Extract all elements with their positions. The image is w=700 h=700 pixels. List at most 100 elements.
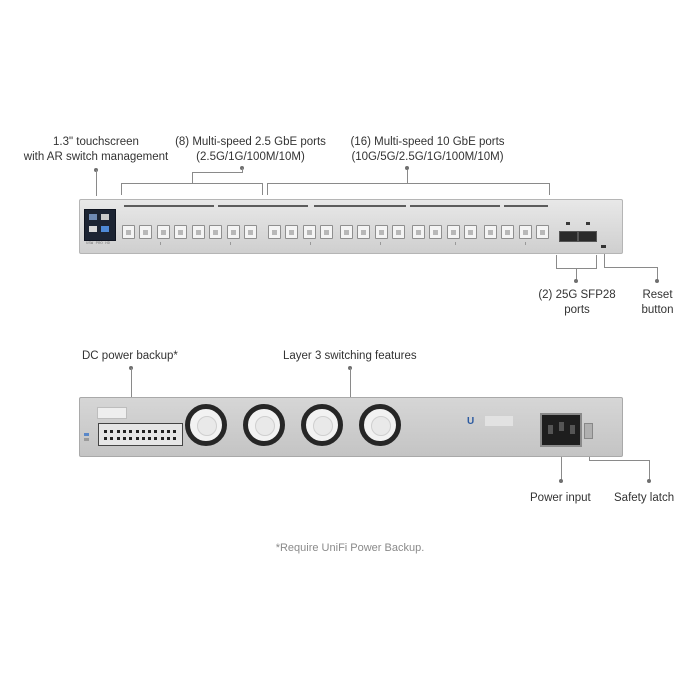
vent-slot (124, 205, 214, 207)
multispeed-10g-label: (16) Multi-speed 10 GbE ports (10G/5G/2.… (325, 135, 530, 165)
ubiquiti-logo: U (467, 416, 475, 427)
screen-tile (89, 214, 97, 220)
dc-pin (154, 430, 158, 433)
ports-10g-line1: (16) Multi-speed 10 GbE ports (350, 136, 505, 148)
dc-pin (173, 430, 177, 433)
ports-25g-bracket-left (121, 183, 122, 195)
fan-3 (301, 404, 343, 446)
dc-pin (167, 430, 170, 433)
dc-pin (148, 437, 152, 440)
rj45-port-25g-4[interactable] (174, 225, 187, 239)
ports-10g-bracket-left (267, 183, 268, 195)
fan-4 (359, 404, 401, 446)
port-tick (160, 242, 161, 245)
rj45-port-10g-8[interactable] (392, 225, 405, 239)
screen-tile (101, 214, 109, 220)
rj45-port-25g-6[interactable] (209, 225, 222, 239)
reset-callout-v2 (657, 267, 658, 280)
dc-pin (154, 437, 158, 440)
sfp-bracket-right (596, 255, 597, 269)
rj45-port-10g-10[interactable] (429, 225, 442, 239)
reset-line2: button (641, 304, 674, 316)
rj45-port-25g-1[interactable] (122, 225, 135, 239)
rear-barcode-sticker (97, 407, 127, 419)
rj45-port-10g-11[interactable] (447, 225, 460, 239)
rj45-port-10g-12[interactable] (464, 225, 477, 239)
reset-button[interactable] (601, 245, 606, 248)
ports-10g-bracket-top (267, 183, 550, 184)
rj45-port-10g-4[interactable] (320, 225, 333, 239)
ports-25g-bracket-right (262, 183, 263, 195)
reset-callout-dot (655, 279, 659, 283)
reset-label: Reset button (630, 288, 685, 318)
ports-25g-group (122, 225, 264, 239)
safety-latch[interactable] (584, 423, 593, 439)
sfp-led-1 (566, 222, 570, 225)
ac-power-inlet[interactable] (540, 413, 582, 447)
vent-slot (314, 205, 406, 207)
screen-tile (89, 226, 97, 232)
sfp28-port-2[interactable] (578, 231, 597, 242)
sfp-callout-line (576, 268, 577, 280)
dc-pin (104, 430, 107, 433)
rj45-port-25g-7[interactable] (227, 225, 240, 239)
ports-25g-line1: (8) Multi-speed 2.5 GbE ports (175, 136, 326, 148)
switch-rear-panel (79, 397, 623, 457)
rj45-port-10g-16[interactable] (536, 225, 549, 239)
rj45-port-25g-2[interactable] (139, 225, 152, 239)
rj45-port-10g-14[interactable] (501, 225, 514, 239)
port-tick (525, 242, 526, 245)
sfp28-port-1[interactable] (559, 231, 578, 242)
rj45-port-10g-7[interactable] (375, 225, 388, 239)
dc-pin (135, 430, 139, 433)
dc-pin (148, 430, 152, 433)
rj45-port-10g-15[interactable] (519, 225, 532, 239)
ports-25g-callout-h (192, 172, 242, 173)
ac-slot (570, 425, 575, 434)
dc-pin (160, 437, 164, 440)
sfp-led-2 (586, 222, 590, 225)
port-tick (455, 242, 456, 245)
latch-callout-v2 (649, 460, 650, 480)
safety-latch-label: Safety latch (614, 492, 675, 504)
dc-pin (110, 437, 114, 440)
ports-25g-callout-line (192, 172, 193, 183)
dc-pin (135, 437, 139, 440)
touchscreen-callout-line (96, 170, 97, 196)
rj45-port-10g-13[interactable] (484, 225, 497, 239)
rj45-port-10g-3[interactable] (303, 225, 316, 239)
rear-info-sticker (485, 416, 513, 426)
sfp28-line1: (2) 25G SFP28 (538, 289, 616, 301)
rj45-port-10g-9[interactable] (412, 225, 425, 239)
touchscreen-label-line2: with AR switch management (23, 151, 169, 163)
rj45-port-25g-5[interactable] (192, 225, 205, 239)
touchscreen-display[interactable] (84, 209, 116, 241)
rj45-port-10g-5[interactable] (340, 225, 353, 239)
sfp28-label: (2) 25G SFP28 ports (522, 288, 632, 318)
rj45-port-25g-8[interactable] (244, 225, 257, 239)
rj45-port-10g-2[interactable] (285, 225, 298, 239)
reset-callout-h (604, 267, 658, 268)
rear-indicator-led (84, 433, 89, 436)
dc-power-backup-connector[interactable] (98, 423, 183, 446)
rj45-port-25g-3[interactable] (157, 225, 170, 239)
port-tick (380, 242, 381, 245)
rj45-port-10g-1[interactable] (268, 225, 281, 239)
touchscreen-label: 1.3" touchscreen with AR switch manageme… (18, 135, 174, 165)
sfp28-line2: ports (564, 304, 590, 316)
fan-1 (185, 404, 227, 446)
reset-line1: Reset (642, 289, 673, 301)
dc-pin (129, 437, 133, 440)
dc-pin (129, 430, 133, 433)
ac-slot (559, 422, 564, 431)
ports-25g-bracket-top (121, 183, 263, 184)
dc-pin (122, 437, 126, 440)
port-tick (230, 242, 231, 245)
ports-10g-line2: (10G/5G/2.5G/1G/100M/10M) (351, 151, 504, 163)
reset-callout-v1 (604, 252, 605, 268)
vent-slot (218, 205, 308, 207)
front-brand-tag: USW PRO HD (86, 242, 111, 246)
sfp-callout-dot (574, 279, 578, 283)
rj45-port-10g-6[interactable] (357, 225, 370, 239)
multispeed-2-5g-label: (8) Multi-speed 2.5 GbE ports (2.5G/1G/1… (158, 135, 343, 165)
